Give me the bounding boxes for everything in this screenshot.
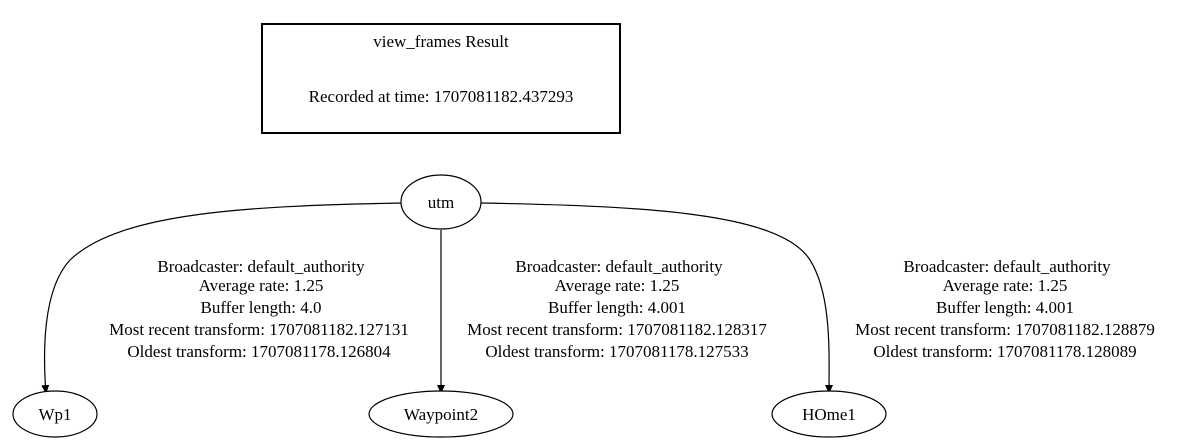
edge-label-line: Most recent transform: 1707081182.127131 [109,320,409,339]
edge-label-line: Average rate: 1.25 [555,276,680,295]
edge-label-line: Average rate: 1.25 [943,276,1068,295]
header-title: view_frames Result [373,32,509,51]
edge-label-line: Most recent transform: 1707081182.128879 [855,320,1155,339]
edge-utm-home1 [480,202,834,395]
node-wp1-ellipse [12,390,98,438]
node-waypoint2-ellipse [368,390,514,438]
node-utm: utm [400,174,482,230]
node-wp1: Wp1 [12,390,98,438]
edge-label-line: Broadcaster: default_authority [903,257,1111,276]
edge-label-wp1: Broadcaster: default_authority Average r… [109,257,409,361]
node-home1-label: HOme1 [802,405,856,424]
edge-label-line: Most recent transform: 1707081182.128317 [467,320,767,339]
node-wp1-label: Wp1 [38,405,71,424]
edge-label-line: Oldest transform: 1707081178.128089 [873,342,1136,361]
edge-utm-wp1 [41,202,402,395]
edge-label-line: Broadcaster: default_authority [515,257,723,276]
edge-label-line: Buffer length: 4.0 [200,298,321,317]
edge-label-line: Oldest transform: 1707081178.127533 [485,342,748,361]
header-frame [261,23,621,134]
header-recorded-time: Recorded at time: 1707081182.437293 [309,87,574,106]
node-waypoint2: Waypoint2 [368,390,514,438]
node-utm-label: utm [428,193,454,212]
edge-label-line: Broadcaster: default_authority [157,257,365,276]
edge-label-line: Oldest transform: 1707081178.126804 [127,342,391,361]
edge-label-waypoint2: Broadcaster: default_authority Average r… [467,257,767,361]
edge-label-line: Buffer length: 4.001 [548,298,686,317]
result-header-box: view_frames Result Recorded at time: 170… [261,23,621,134]
node-home1-ellipse [771,390,887,438]
node-waypoint2-label: Waypoint2 [404,405,478,424]
edges [41,202,834,395]
node-utm-ellipse [400,174,482,230]
edge-label-line: Buffer length: 4.001 [936,298,1074,317]
node-home1: HOme1 [771,390,887,438]
edge-label-line: Average rate: 1.25 [199,276,324,295]
edge-label-home1: Broadcaster: default_authority Average r… [855,257,1155,361]
